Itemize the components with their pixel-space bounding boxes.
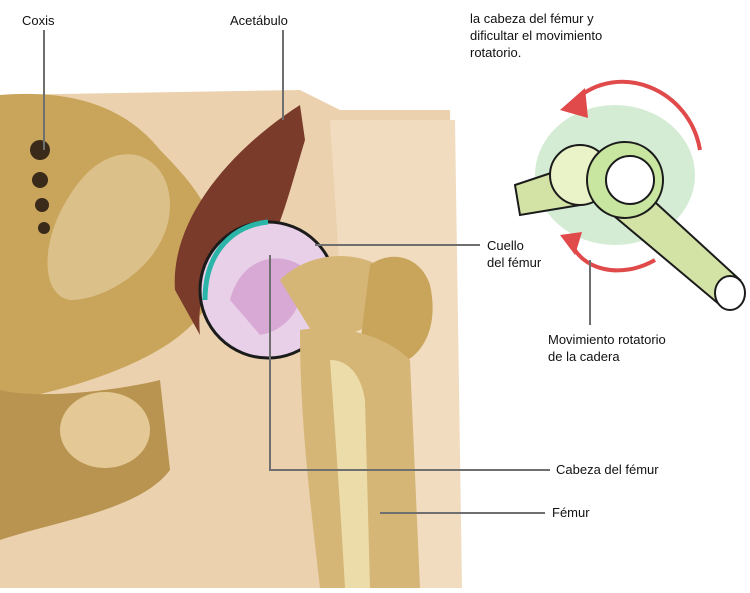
rotation-model-shaft-end (715, 276, 745, 310)
movimiento-line-1: Movimiento rotatorio (548, 331, 748, 348)
rotation-model-ball (606, 156, 654, 204)
label-note: la cabeza del fémur y dificultar el movi… (470, 10, 730, 61)
label-acetabulo: Acetábulo (230, 12, 288, 29)
coxis-vertebra (38, 222, 50, 234)
coxis-vertebra (30, 140, 50, 160)
label-cuello-femur: Cuello del fémur (487, 237, 597, 271)
obturator-foramen (60, 392, 150, 468)
label-femur: Fémur (552, 504, 590, 521)
rotation-arrow-head-icon (560, 88, 588, 118)
cuello-line-1: Cuello (487, 237, 597, 254)
movimiento-line-2: de la cadera (548, 348, 748, 365)
coxis-vertebra (35, 198, 49, 212)
label-movimiento-rotatorio: Movimiento rotatorio de la cadera (548, 331, 748, 365)
label-cabeza-femur: Cabeza del fémur (556, 461, 659, 478)
coxis-vertebra (32, 172, 48, 188)
label-coxis: Coxis (22, 12, 55, 29)
rotation-model (515, 82, 745, 310)
note-line-3: rotatorio. (470, 44, 730, 61)
note-line-1: la cabeza del fémur y (470, 10, 730, 27)
cuello-line-2: del fémur (487, 254, 597, 271)
note-line-2: dificultar el movimiento (470, 27, 730, 44)
